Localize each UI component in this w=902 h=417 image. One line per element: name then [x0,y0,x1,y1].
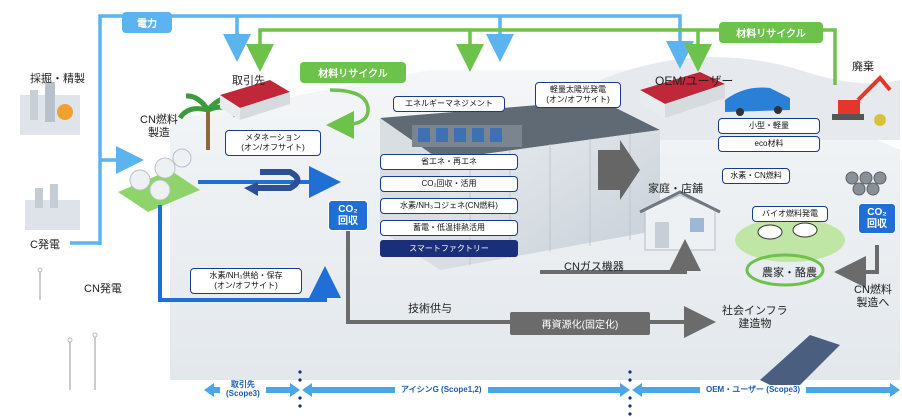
oem-user-label: OEM/ユーザー [655,74,734,88]
energy-management-box: エネルギーマネジメント [393,96,505,112]
material-recycle-mid-tag: 材料リサイクル [300,62,406,83]
factory-item-2: CO₂回収・活用 [380,176,518,192]
cn-power-illustration [37,267,98,390]
excavator-illustration [832,75,892,126]
farm-illustration [735,218,845,262]
factory-item-3: 水素/NH₃コジェネ(CN燃料) [380,198,518,214]
aisin-scope-label: アイシンG (Scope1,2) [395,385,488,395]
oem-scope-label: OEM・ユーザー (Scope3) [700,385,807,395]
cn-fuel-production-label: CN燃料 製造 [140,114,178,140]
factory-item-4: 蓄電・低温排熱活用 [380,220,518,236]
house-illustration [639,190,721,251]
power-tag: 電力 [122,12,172,33]
supplier-label: 取引先 [232,75,265,87]
eco-material-box: eco材料 [718,136,820,152]
methanation-loop [255,169,301,191]
disposal-label: 廃棄 [852,61,874,73]
cn-fuel-tanks-illustration [118,148,200,212]
supplier-buildings-illustration [220,80,290,120]
smart-factory-box: スマートファクトリー [380,240,518,257]
material-recycle-top-tag: 材料リサイクル [719,22,823,43]
cn-gas-equipment-label: CNガス機器 [564,261,624,273]
hydrogen-cn-fuel-box: 水素・CN燃料 [722,168,790,184]
pipe-stack-illustration [845,171,887,196]
farm-cycle-loop [745,253,825,287]
co2-capture-right-badge: CO₂ 回収 [858,203,896,234]
oem-buildings-illustration [640,72,725,118]
hydrogen-supply-box: 水素/NH₃供給・保存 (オン/オフサイト) [190,268,302,294]
co2-capture-badge: CO₂ 回収 [328,200,368,231]
tech-provision-label: 技術供与 [408,303,452,315]
to-cn-fuel-label: CN燃料 製造へ [854,284,892,310]
recycling-fixation-banner: 再資源化(固定化) [510,312,650,335]
farm-dairy-label: 農家・酪農 [762,267,817,279]
home-store-label: 家庭・店舗 [648,183,703,195]
mining-plant-illustration [20,82,80,135]
road-illustration [760,335,840,395]
biofuel-power-box: バイオ燃料発電 [752,206,828,222]
social-infra-label: 社会インフラ 建造物 [722,305,788,331]
small-light-box: 小型・軽量 [718,118,820,134]
supplier-scope-label: 取引先 (Scope3) [220,380,266,399]
car-illustration [725,87,790,116]
mining-label: 採掘・精製 [30,73,85,85]
big-flow-arrow [598,140,640,200]
methanation-box: メタネーション (オン/オフサイト) [225,130,321,156]
solar-box: 軽量太陽光発電 (オン/オフサイト) [535,82,621,108]
cn-power-label: CN発電 [84,283,122,295]
coal-plant-illustration [25,184,80,230]
factory-item-1: 省エネ・再エネ [380,154,518,170]
c-power-label: C発電 [30,239,60,251]
